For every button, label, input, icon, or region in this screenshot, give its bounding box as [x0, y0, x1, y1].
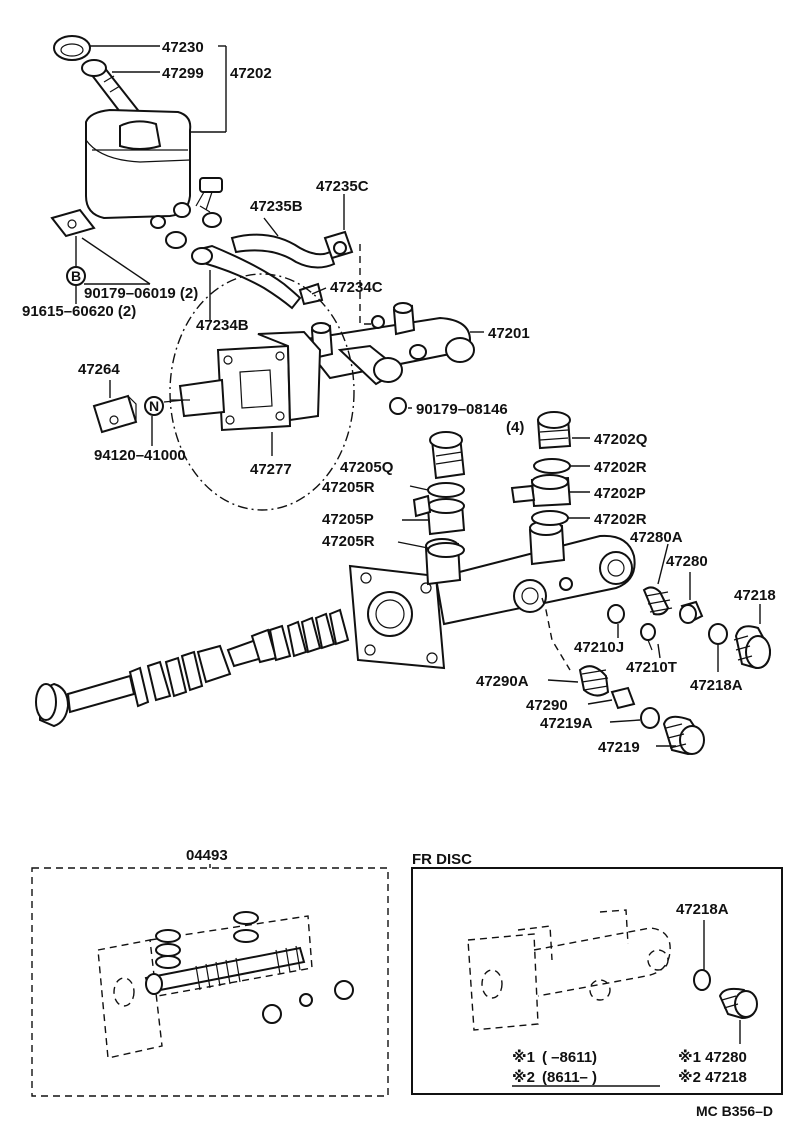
- reservoir-tank: [85, 108, 192, 220]
- label-47202r-upper: 47202R: [594, 459, 647, 476]
- dashed-connectors: [359, 244, 571, 671]
- label-47299: 47299: [162, 65, 204, 82]
- label-47277: 47277: [250, 461, 292, 478]
- fitting-47205p: [412, 494, 466, 536]
- plug-47205q: [429, 431, 466, 480]
- label-47234c: 47234C: [330, 279, 383, 296]
- valve-47280: [679, 600, 704, 624]
- label-47280: 47280: [666, 553, 708, 570]
- hose-clamps: [150, 202, 222, 249]
- label-47202p: 47202P: [594, 485, 646, 502]
- clip-47234c: [298, 282, 324, 306]
- label-47290a: 47290A: [476, 673, 529, 690]
- diagram-code: MC B356–D: [696, 1103, 773, 1119]
- kit-04493-panel: 04493: [31, 847, 389, 1097]
- note1-part: ※1 47280: [678, 1048, 747, 1066]
- booster-flange-47277: [170, 330, 322, 432]
- fitting-47202p: [510, 474, 572, 508]
- label-47290: 47290: [526, 697, 568, 714]
- master-cylinder-47201: [298, 302, 475, 386]
- label-47202: 47202: [230, 65, 272, 82]
- label-90179-06019: 90179–06019 (2): [84, 285, 198, 302]
- label-94120-41000: 94120–41000: [94, 447, 186, 464]
- label-47219a: 47219A: [540, 715, 593, 732]
- hose-47234b: [191, 244, 302, 310]
- label-47210t: 47210T: [626, 659, 677, 676]
- nut-marker: N: [149, 398, 159, 414]
- washer-47218a: [708, 623, 728, 645]
- label-47205q: 47205Q: [340, 459, 394, 476]
- brake-booster-outline: [169, 273, 355, 511]
- label-47210j: 47210J: [574, 639, 624, 656]
- fr-disc-panel: FR DISC 47218A ※1 ( –8611) ※2 (8611– ) ※…: [411, 851, 783, 1095]
- label-47202q: 47202Q: [594, 431, 648, 448]
- washer-47202r-lower: [531, 510, 569, 526]
- reservoir-cap-47230: [53, 35, 91, 61]
- label-47264: 47264: [78, 361, 120, 378]
- washer-47205r-lower: [427, 542, 465, 558]
- leader-lines: [75, 45, 761, 747]
- washer-47205r-upper: [427, 482, 465, 498]
- label-47218: 47218: [734, 587, 776, 604]
- label-91615-60620: 91615–60620 (2): [22, 303, 136, 320]
- note2-part: ※2 47218: [678, 1068, 747, 1086]
- fr-disc-label-47218a: 47218A: [676, 901, 729, 918]
- spring-47280a: [642, 586, 673, 616]
- nut-90179-08146: [389, 397, 407, 415]
- label-90179-08146-qty: (4): [506, 419, 524, 436]
- label-47201: 47201: [488, 325, 530, 342]
- label-47202r-lower: 47202R: [594, 511, 647, 528]
- valve-47290: [610, 686, 636, 710]
- primary-piston-assembly: [35, 628, 278, 728]
- washer-47219a: [640, 707, 660, 729]
- label-47205r-upper: 47205R: [322, 479, 375, 496]
- label-47280a: 47280A: [630, 529, 683, 546]
- washer-47210j: [607, 604, 625, 624]
- secondary-piston-assembly: [268, 608, 350, 662]
- valve-47210t: [640, 623, 656, 651]
- kit-part-number: 04493: [186, 847, 228, 864]
- master-cylinder-body: [348, 520, 636, 670]
- hose-47235b: [230, 230, 354, 269]
- plug-47218: [733, 625, 772, 670]
- label-90179-08146: 90179–08146: [416, 401, 508, 418]
- bolt-marker-b: B: [66, 266, 86, 286]
- label-47205p: 47205P: [322, 511, 374, 528]
- label-47235b: 47235B: [250, 198, 303, 215]
- label-47234b: 47234B: [196, 317, 249, 334]
- fr-disc-plug-47280: [718, 987, 758, 1020]
- bolt-marker: B: [71, 268, 81, 284]
- fr-disc-washer-47218a: [693, 969, 711, 991]
- note1-range: ( –8611): [542, 1049, 597, 1066]
- note2-range: (8611– ): [542, 1069, 597, 1086]
- label-47205r-lower: 47205R: [322, 533, 375, 550]
- plug-47202q: [536, 411, 572, 450]
- part-labels: 47230 47299 47202 47235C 47235B 90179–06…: [22, 39, 776, 756]
- spring-47290a: [578, 665, 610, 697]
- label-47230: 47230: [162, 39, 204, 56]
- nut-94120: N: [144, 396, 164, 416]
- label-47218a: 47218A: [690, 677, 743, 694]
- reservoir-sensor-connector: [195, 177, 223, 213]
- label-47219: 47219: [598, 739, 640, 756]
- clevis-47264: [92, 394, 138, 434]
- plug-47219: [662, 715, 705, 756]
- label-47235c: 47235C: [316, 178, 369, 195]
- note1-mark: ※1: [512, 1048, 535, 1066]
- fr-disc-title: FR DISC: [412, 851, 472, 868]
- bracket-b: [50, 208, 96, 238]
- washer-47202r-upper: [533, 458, 571, 474]
- note2-mark: ※2: [512, 1068, 535, 1086]
